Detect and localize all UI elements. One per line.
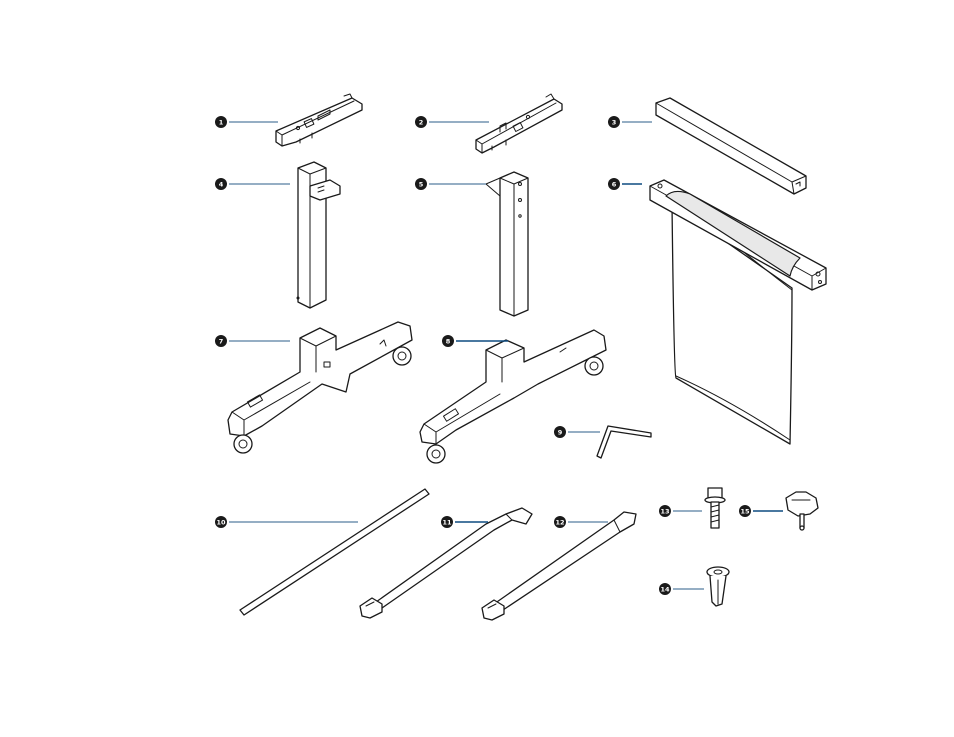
right-base-foot (420, 330, 606, 463)
callout-number: 5 (419, 181, 424, 189)
anchor-plug (707, 567, 729, 606)
callout-number: 9 (558, 429, 563, 437)
callout-12: 12 (554, 516, 566, 528)
callout-14: 14 (659, 583, 671, 595)
callout-7: 7 (215, 335, 227, 347)
callout-13: 13 (659, 505, 671, 517)
callout-number: 13 (660, 508, 669, 516)
callout-number: 7 (219, 338, 224, 346)
left-base-foot (228, 322, 412, 453)
callout-1: 1 (215, 116, 227, 128)
bolt-with-washer (705, 488, 725, 528)
callout-number: 2 (419, 119, 424, 127)
callout-number: 14 (660, 586, 670, 594)
callout-number: 4 (219, 181, 224, 189)
callout-number: 11 (442, 519, 452, 527)
callout-11: 11 (441, 516, 453, 528)
paper-catcher-roll (650, 180, 826, 444)
callout-number: 15 (740, 508, 750, 516)
callout-number: 6 (612, 181, 617, 189)
horizontal-rod (240, 489, 429, 615)
callout-2: 2 (415, 116, 427, 128)
callout-number: 3 (612, 119, 617, 127)
callout-15: 15 (739, 505, 751, 517)
right-leg-column (486, 172, 528, 316)
callout-number: 1 (219, 119, 224, 127)
callout-10: 10 (215, 516, 227, 528)
callout-3: 3 (608, 116, 620, 128)
callout-8: 8 (442, 335, 454, 347)
callout-5: 5 (415, 178, 427, 190)
callout-4: 4 (215, 178, 227, 190)
callout-number: 10 (216, 519, 226, 527)
callout-9: 9 (554, 426, 566, 438)
callout-number: 12 (555, 519, 564, 527)
right-support-arm (482, 512, 636, 620)
callout-6: 6 (608, 178, 620, 190)
left-leg-column (297, 162, 340, 308)
right-top-bracket (476, 94, 562, 153)
top-crossbar (656, 98, 806, 194)
hex-key (597, 426, 651, 458)
thumb-knob (786, 492, 818, 530)
callout-number: 8 (446, 338, 451, 346)
left-top-bracket (276, 94, 362, 146)
